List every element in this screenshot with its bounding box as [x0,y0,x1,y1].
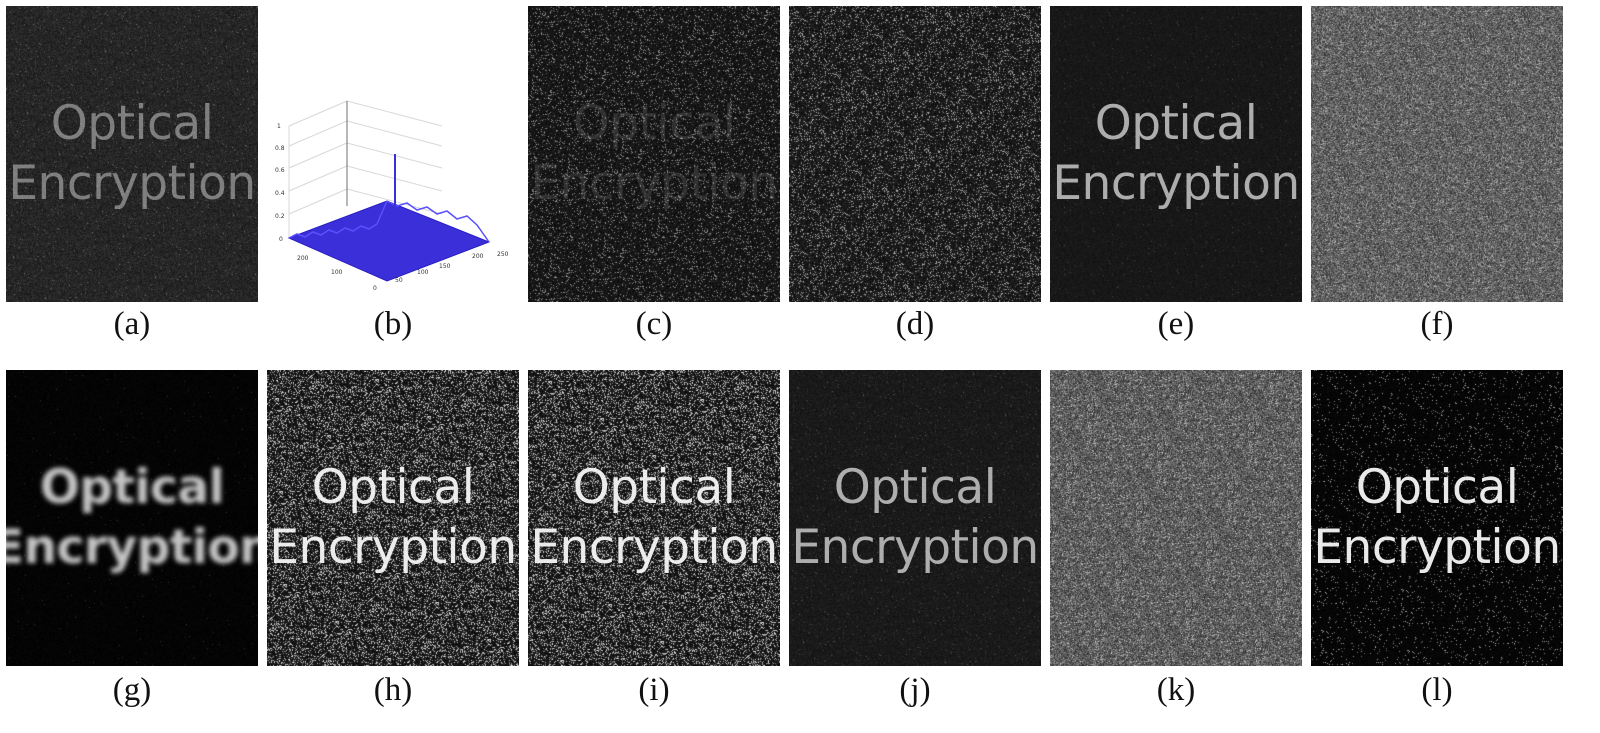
panel-d-image [789,6,1041,302]
image-text: Optical Encryption [1311,370,1563,666]
text-line-encryption: Encryption [530,520,778,575]
z-tick: 0 [279,236,283,243]
text-line-optical: Optical [1355,460,1519,515]
x-tick: 250 [497,251,509,258]
text-line-optical: Optical [311,460,475,515]
text-line-optical: Optical [1094,96,1258,151]
noise-texture [789,6,1041,302]
panel-f-image [1311,6,1563,302]
noise-texture [6,370,258,666]
caption-i: (i) [638,672,670,708]
text-line-optical: Optical [572,96,736,151]
panel-k-image [1050,370,1302,666]
caption-a: (a) [113,306,151,342]
noise-texture [1050,6,1302,302]
caption-j: (j) [899,672,931,708]
y-tick: 100 [331,269,343,276]
noise-texture [789,370,1041,666]
image-text: Optical Encryption [6,6,258,302]
y-tick: 200 [297,255,309,262]
noise-texture [1311,370,1563,666]
caption-g: (g) [112,672,152,708]
caption-e: (e) [1157,306,1195,342]
text-line-encryption: Encryption [269,520,517,575]
text-line-encryption: Encryption [1052,156,1300,211]
text-line-encryption: Encryption [6,520,258,575]
image-text: Optical Encryption [528,370,780,666]
text-line-encryption: Encryption [791,520,1039,575]
x-tick: 200 [472,253,484,260]
panel-e-image: Optical Encryption [1050,6,1302,302]
text-line-optical: Optical [50,96,214,151]
text-line-encryption: Encryption [530,156,778,211]
text-line-encryption: Encryption [1313,520,1561,575]
x-tick: 50 [395,277,403,284]
panel-c-image: Optical Encryption [528,6,780,302]
panel-l-image: Optical Encryption [1311,370,1563,666]
noise-texture [528,6,780,302]
image-text: Optical Encryption [6,370,258,666]
panel-a-image: Optical Encryption [6,6,258,302]
z-tick: 0.8 [275,145,285,152]
z-tick: 0.6 [275,167,285,174]
text-line-optical: Optical [39,460,225,515]
noise-texture [1311,6,1563,302]
image-text: Optical Encryption [267,370,519,666]
caption-c: (c) [635,306,673,342]
caption-k: (k) [1156,672,1196,708]
text-line-optical: Optical [572,460,736,515]
surface-plane [287,200,491,282]
x-tick: 100 [417,269,429,276]
caption-l: (l) [1421,672,1453,708]
x-tick: 150 [439,263,451,270]
caption-h: (h) [373,672,413,708]
caption-d: (d) [895,306,935,342]
noise-texture [1050,370,1302,666]
x-tick: 0 [373,285,377,292]
panel-b-surface-plot: 1 0.8 0.6 0.4 0.2 0 200 100 0 50 100 150… [267,6,519,302]
caption-f: (f) [1420,306,1454,342]
panel-g-image: Optical Encryption [6,370,258,666]
noise-texture [6,6,258,302]
z-tick: 0.4 [275,190,285,197]
noise-texture [528,370,780,666]
image-text: Optical Encryption [528,6,780,302]
caption-b: (b) [373,306,413,342]
panel-h-image: Optical Encryption [267,370,519,666]
z-tick: 0.2 [275,213,285,220]
image-text: Optical Encryption [789,370,1041,666]
panel-i-image: Optical Encryption [528,370,780,666]
text-line-encryption: Encryption [8,156,256,211]
surface-plot-svg: 1 0.8 0.6 0.4 0.2 0 200 100 0 50 100 150… [275,100,509,292]
image-text: Optical Encryption [1050,6,1302,302]
text-line-optical: Optical [833,460,997,515]
noise-texture [267,370,519,666]
z-tick: 1 [277,123,281,130]
panel-j-image: Optical Encryption [789,370,1041,666]
